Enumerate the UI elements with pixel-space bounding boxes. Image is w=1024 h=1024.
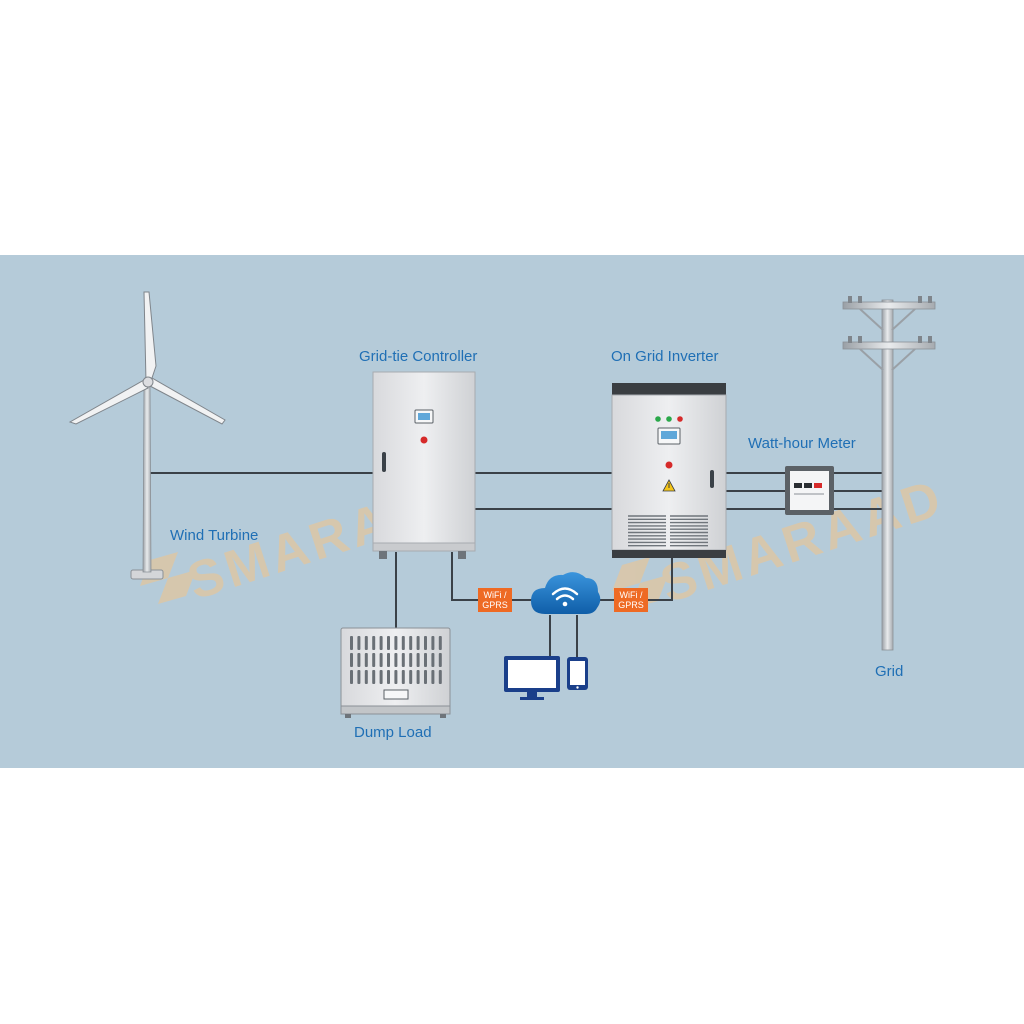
dump-load-icon [340, 627, 451, 718]
cloud-wifi-icon [531, 572, 601, 614]
svg-text:WiFi /: WiFi / [484, 590, 507, 600]
comm-tag-controller: WiFi / GPRS [478, 588, 512, 612]
controller-cabinet-icon [372, 371, 476, 559]
svg-text:GPRS: GPRS [618, 600, 644, 610]
label-grid: Grid [875, 663, 903, 680]
phone-icon [567, 657, 588, 690]
utility-pole-icon [842, 296, 936, 651]
label-watt-hour-meter: Watt-hour Meter [748, 435, 856, 452]
wind-turbine-icon [68, 291, 226, 580]
label-on-grid-inverter: On Grid Inverter [611, 348, 719, 365]
svg-text:WiFi /: WiFi / [620, 590, 643, 600]
comm-tag-inverter: WiFi / GPRS [614, 588, 648, 612]
label-dump-load: Dump Load [354, 724, 432, 741]
label-wind-turbine: Wind Turbine [170, 527, 258, 544]
inverter-cabinet-icon [611, 383, 727, 558]
meter-icon [785, 466, 834, 515]
svg-text:GPRS: GPRS [482, 600, 508, 610]
label-grid-tie-controller: Grid-tie Controller [359, 348, 477, 365]
monitor-icon [504, 656, 560, 700]
warning-icon [662, 479, 676, 492]
